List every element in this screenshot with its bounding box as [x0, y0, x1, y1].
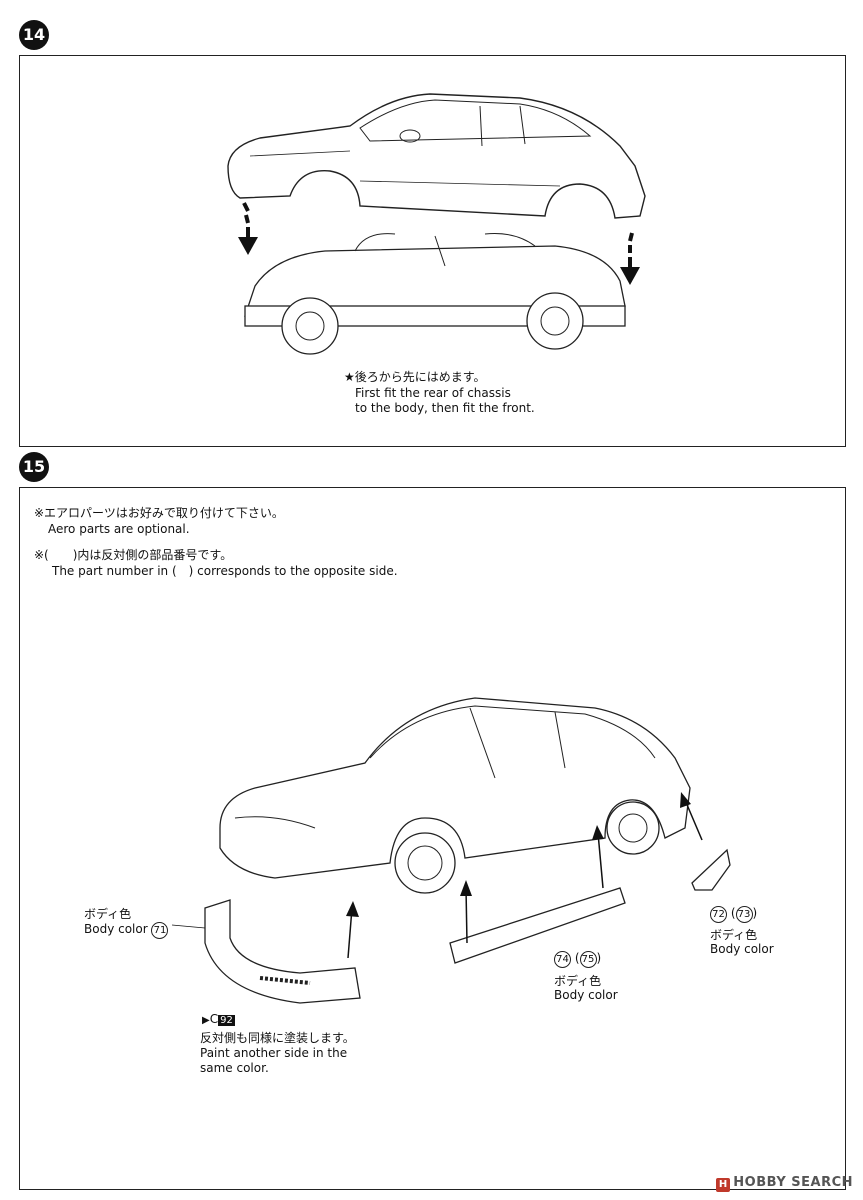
attach-arrows [171, 792, 703, 959]
part-number-72: 72 [710, 906, 727, 923]
part-number-73: 73 [735, 906, 753, 923]
rear-spat-color-jp: ボディ色 [710, 928, 758, 942]
part-number-74: 74 [554, 951, 571, 968]
front-bumper-part [204, 899, 361, 1004]
watermark-logo-icon: H [716, 1178, 731, 1192]
paint-code-prefix: C [209, 1012, 219, 1026]
step-14-note-en-1: First fit the rear of chassis [355, 386, 511, 400]
paint-code-value: 92 [218, 1015, 235, 1026]
rear-spat-number: 72 (73) [710, 906, 757, 923]
paint-note-en-2: same color. [200, 1061, 269, 1075]
step-14-panel: ★後ろから先にはめます。 First fit the rear of chass… [19, 55, 846, 447]
fit-arrow-front [620, 232, 640, 285]
car-body-illustration [227, 93, 646, 219]
opposite-note-en: The part number in ( ) corresponds to th… [52, 564, 398, 578]
front-bumper-color-en: Body color 71 [84, 922, 169, 939]
paint-flag-icon: ▶ [202, 1015, 210, 1026]
step-14-note-jp: ★後ろから先にはめます。 [344, 370, 486, 384]
watermark-text: HOBBY SEARCH [733, 1175, 853, 1190]
side-skirt-color-en: Body color [554, 988, 618, 1002]
front-bumper-color-en-label: Body color [84, 922, 148, 936]
step-15-panel: ※エアロパーツはお好みで取り付けて下さい。 Aero parts are opt… [19, 487, 846, 1190]
car-illustration [219, 697, 691, 894]
rear-spat-color-en: Body color [710, 942, 774, 956]
fit-arrow-rear [238, 202, 258, 255]
opposite-note-jp: ※( )内は反対側の部品番号です。 [34, 548, 233, 562]
side-skirt-part [449, 887, 626, 964]
side-skirt-color-jp: ボディ色 [554, 974, 602, 988]
part-number-75: 75 [579, 951, 597, 968]
part-number-71: 71 [151, 922, 169, 939]
aero-note-jp: ※エアロパーツはお好みで取り付けて下さい。 [34, 506, 284, 520]
side-skirt-number: 74 (75) [554, 951, 601, 968]
paint-note-en-1: Paint another side in the [200, 1046, 348, 1060]
front-bumper-color-jp: ボディ色 [84, 907, 132, 921]
aero-note-en: Aero parts are optional. [48, 522, 190, 536]
step-14-badge: 14 [19, 20, 49, 50]
chassis-illustration [244, 233, 626, 355]
paint-note-jp: 反対側も同様に塗装します。 [200, 1031, 355, 1045]
step-15-badge: 15 [19, 452, 49, 482]
rear-spat-part [691, 848, 731, 891]
step-14-note-en-2: to the body, then fit the front. [355, 401, 535, 415]
